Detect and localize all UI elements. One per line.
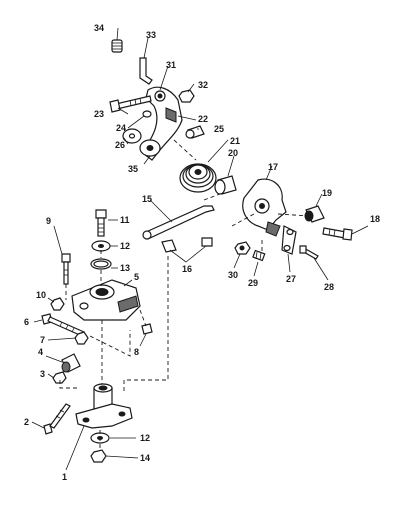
part-20-bushing — [214, 175, 237, 195]
callout-4: 4 — [38, 347, 43, 357]
callout-7: 7 — [40, 335, 45, 345]
callout-14: 14 — [140, 453, 150, 463]
callout-12-upper: 12 — [120, 241, 130, 251]
part-28-screw — [299, 245, 319, 260]
callout-11: 11 — [120, 215, 130, 225]
part-27-link — [281, 225, 297, 255]
part-21-coil-spring — [179, 163, 217, 193]
callout-17: 17 — [268, 162, 278, 172]
part-17-cam — [242, 178, 287, 237]
callout-9: 9 — [46, 216, 51, 226]
callout-15: 15 — [142, 194, 152, 204]
part-25-roller — [185, 125, 205, 139]
part-18-bolt — [322, 227, 353, 241]
part-12-washer-upper — [91, 240, 111, 252]
callout-12-lower: 12 — [140, 433, 150, 443]
part-26-washer — [122, 128, 142, 144]
callout-31: 31 — [166, 60, 176, 70]
callout-1: 1 — [62, 472, 67, 482]
part-11-bolt — [95, 209, 107, 237]
callout-19: 19 — [322, 188, 332, 198]
part-9-bolt — [61, 253, 71, 285]
callout-28: 28 — [324, 282, 334, 292]
part-24-washer — [142, 110, 152, 118]
part-6-bolt — [41, 313, 85, 337]
part-19-sleeve — [304, 205, 325, 223]
callout-27: 27 — [286, 274, 296, 284]
callout-3: 3 — [40, 369, 45, 379]
part-13-ring — [90, 258, 112, 270]
callout-5: 5 — [134, 272, 139, 282]
callout-23: 23 — [94, 109, 104, 119]
callout-2: 2 — [24, 417, 29, 427]
leader-lines — [31, 27, 369, 471]
callout-25: 25 — [214, 124, 224, 134]
part-8-pin — [141, 323, 153, 335]
part-2-bolt — [43, 403, 71, 435]
callout-24: 24 — [116, 123, 126, 133]
part-16-rod-end — [161, 237, 213, 253]
callout-6: 6 — [24, 317, 29, 327]
callout-30: 30 — [228, 270, 238, 280]
part-33-link-rod — [139, 57, 153, 85]
callout-29: 29 — [248, 278, 258, 288]
callout-35: 35 — [128, 164, 138, 174]
callout-10: 10 — [36, 290, 46, 300]
callout-20: 20 — [228, 148, 238, 158]
part-34-spring — [111, 39, 123, 53]
part-32-nut — [178, 89, 195, 103]
part-14-nut — [90, 449, 107, 463]
part-4-bushing — [61, 353, 81, 373]
callout-18: 18 — [370, 214, 380, 224]
callout-32: 32 — [198, 80, 208, 90]
callout-13: 13 — [120, 263, 130, 273]
callout-26: 26 — [115, 140, 125, 150]
callout-34: 34 — [94, 23, 104, 33]
callout-22: 22 — [198, 114, 208, 124]
callout-21: 21 — [230, 136, 240, 146]
part-23-bolt — [109, 95, 152, 113]
part-29-set-screw — [252, 249, 266, 262]
part-35-plate — [139, 139, 161, 157]
part-3-nut — [52, 371, 67, 384]
part-10-nut — [50, 297, 65, 311]
part-30-nut — [234, 241, 251, 255]
part-5-housing — [71, 279, 141, 321]
callout-labels: 34 33 31 32 23 24 22 25 26 21 35 20 17 1… — [24, 23, 380, 482]
part-1-base-bracket — [75, 383, 133, 429]
callout-33: 33 — [146, 30, 156, 40]
part-15-link-rod — [142, 205, 215, 240]
callout-16: 16 — [182, 264, 192, 274]
callout-8: 8 — [134, 347, 139, 357]
